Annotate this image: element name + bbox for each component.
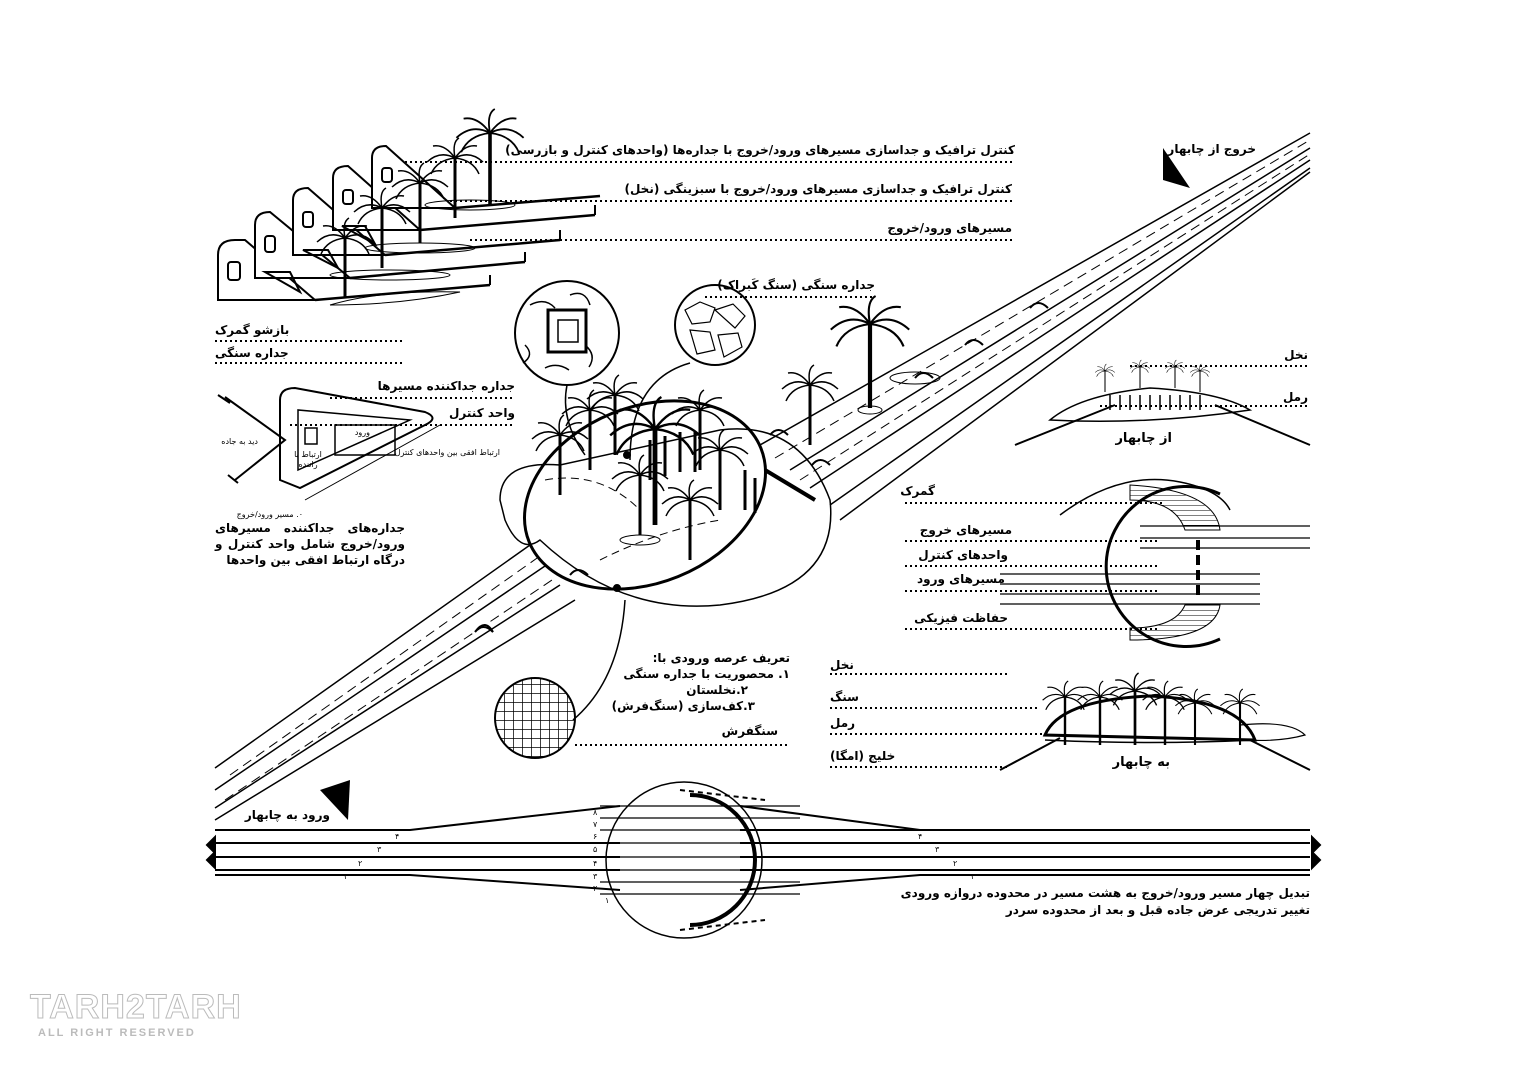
watermark-brand: TARH2TARH [30,988,242,1027]
lane-diagram [205,781,1322,939]
label-paving: سنگفرش [721,724,778,738]
lane-num: ۴ [918,832,923,841]
notes-item-2: ۲.نخلستان [686,683,748,697]
small-shrubs [474,302,1049,633]
lane-num: ۷ [593,820,598,829]
label-to-stone: سنگ [830,690,859,704]
section-from-chabahar [1014,387,1311,446]
label-entry-chabahar: ورود به چابهار [244,808,330,822]
label-driver-link: ارتباط با راننده [294,450,322,469]
label-exit-chabahar: خروج از چابهار [1167,142,1256,156]
entry-arrow-icon [320,780,350,820]
label-entry-lanes: مسیرهای ورود [917,572,1005,586]
lane-num: ۱ [343,872,348,881]
bottom-note-2: تغییر تدریجی عرض جاده قبل و بعد از محدود… [1005,903,1310,917]
notes-title: تعریف عرصه ورودی با: [652,651,790,665]
label-from-palm: نخل [1284,348,1308,362]
lane-num: ۳ [935,845,940,854]
label-lane-small: ۰. مسیر ورود/خروج [236,510,303,519]
label-to-sand: رمل [830,716,856,730]
watermark-rights: ALL RIGHT RESERVED [38,1027,196,1039]
lane-num: ۵ [593,845,598,854]
label-lanes: مسیرهای ورود/خروج [887,221,1012,235]
label-stone-wall: جداره سنگی (سنگ کَبراک) [717,278,875,292]
label-entry-small: ورود [354,428,370,437]
lane-num: ۴ [593,859,598,868]
unit-detail-sketch [217,386,441,501]
lane-num: ۶ [593,832,598,841]
notes-item-1: ۱. محصوریت با جداره سنگی [623,667,790,681]
lane-num: ۱ [605,896,610,905]
label-horizontal-link: ارتباط افقی بین واحدهای کنترل [394,448,500,457]
label-exit-lanes: مسیرهای خروج [919,523,1012,537]
main-road [214,132,1311,821]
detail-circle-wall [514,280,620,456]
palm-trees-plaza [530,296,909,562]
bottom-note-1: تبدیل چهار مسیر ورود/خروج به هشت مسیر در… [900,886,1310,900]
label-gulf: خلیج (امگا) [830,749,896,763]
label-protection: حفاظت فیزیکی [914,611,1008,625]
label-wall-control: کنترل ترافیک و جداسازی مسیرهای ورود/خروج… [505,143,1015,157]
label-customs: گمرک [900,484,935,498]
lane-num: ۲ [593,884,598,893]
palms-from [1094,359,1211,393]
label-road-view: دید به جاده [221,437,258,446]
gate-plan [1000,478,1310,648]
control-units-sketch [217,144,601,306]
detail-circle-stone [629,284,756,461]
label-customs-opening: بازشو گمرک [215,323,290,337]
label-from-sand: رمل [1282,390,1308,404]
notes-item-3: ۳.کف‌سازی (سنگ‌فرش) [611,699,755,713]
label-control-unit: واحد کنترل [449,406,515,420]
lane-num: ۳ [377,845,382,854]
detail-circle-paving [494,599,626,759]
label-stone-wall-2: جداره سنگی [215,346,289,360]
label-palm-control: کنترل ترافیک و جداسازی مسیرهای ورود/خروج… [624,182,1012,196]
lane-num: ۱ [970,872,975,881]
unit-description: جداره‌های جداکننده مسیرهای ورود/خروج شام… [215,521,405,567]
lane-num: ۴ [395,832,400,841]
lane-num: ۲ [358,859,363,868]
label-separating-wall: جداره جداکننده مسیرها [377,379,515,393]
label-control-units: واحدهای کنترل [918,548,1008,562]
watermark-logo: TARH2TARH ALL RIGHT RESERVED [30,988,242,1040]
lane-num: ۳ [593,872,598,881]
label-to-palm: نخل [830,658,854,672]
lane-num: ۸ [593,808,598,817]
title-from-chabahar: از چابهار [1115,431,1172,446]
exit-arrow-icon [1163,148,1190,188]
title-to-chabahar: به چابهار [1112,755,1170,770]
lane-num: ۲ [953,859,958,868]
